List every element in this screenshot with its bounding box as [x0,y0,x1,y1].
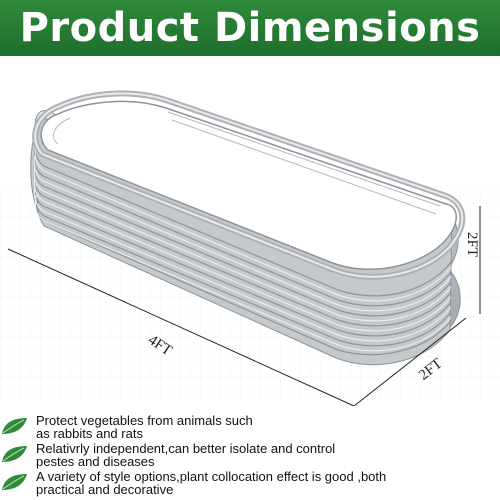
height-label: 2FT [464,232,480,258]
feature-line: pestes and diseases [36,454,155,469]
bed-inner-opening [40,100,457,271]
dimension-lines [7,206,481,406]
bed-rim-highlight [34,92,464,278]
leaf-icon [2,418,27,434]
feature-line: practical and decorative [36,482,174,497]
feature-line: as rabbits and rats [36,426,143,441]
feature-line: Protect vegetables from animals such [36,413,253,428]
feature-text: Relativrly independent,can better isolat… [36,442,496,468]
feature-text: A variety of style options,plant colloca… [36,470,496,496]
feature-line: Relativrly independent,can better isolat… [36,441,336,456]
feature-item-isolate: Relativrly independent,can better isolat… [0,442,500,472]
feature-line: A variety of style options,plant colloca… [36,469,387,484]
raised-bed-drawing [0,90,500,406]
feature-text: Protect vegetables from animals such as … [36,414,496,440]
leaf-icon [2,446,27,462]
feature-item-style: A variety of style options,plant colloca… [0,470,500,500]
feature-item-protect: Protect vegetables from animals such as … [0,414,500,444]
bed-rib-highlights [33,144,452,352]
page-title: Product Dimensions [19,5,481,51]
bed-inner-ribs [53,111,441,215]
width-dimension-line [353,317,467,406]
feature-list: Protect vegetables from animals such as … [0,410,500,500]
leaf-icon [2,474,27,490]
header-banner: Product Dimensions [0,0,500,56]
length-dimension-line [7,248,355,406]
product-illustration [0,56,500,406]
